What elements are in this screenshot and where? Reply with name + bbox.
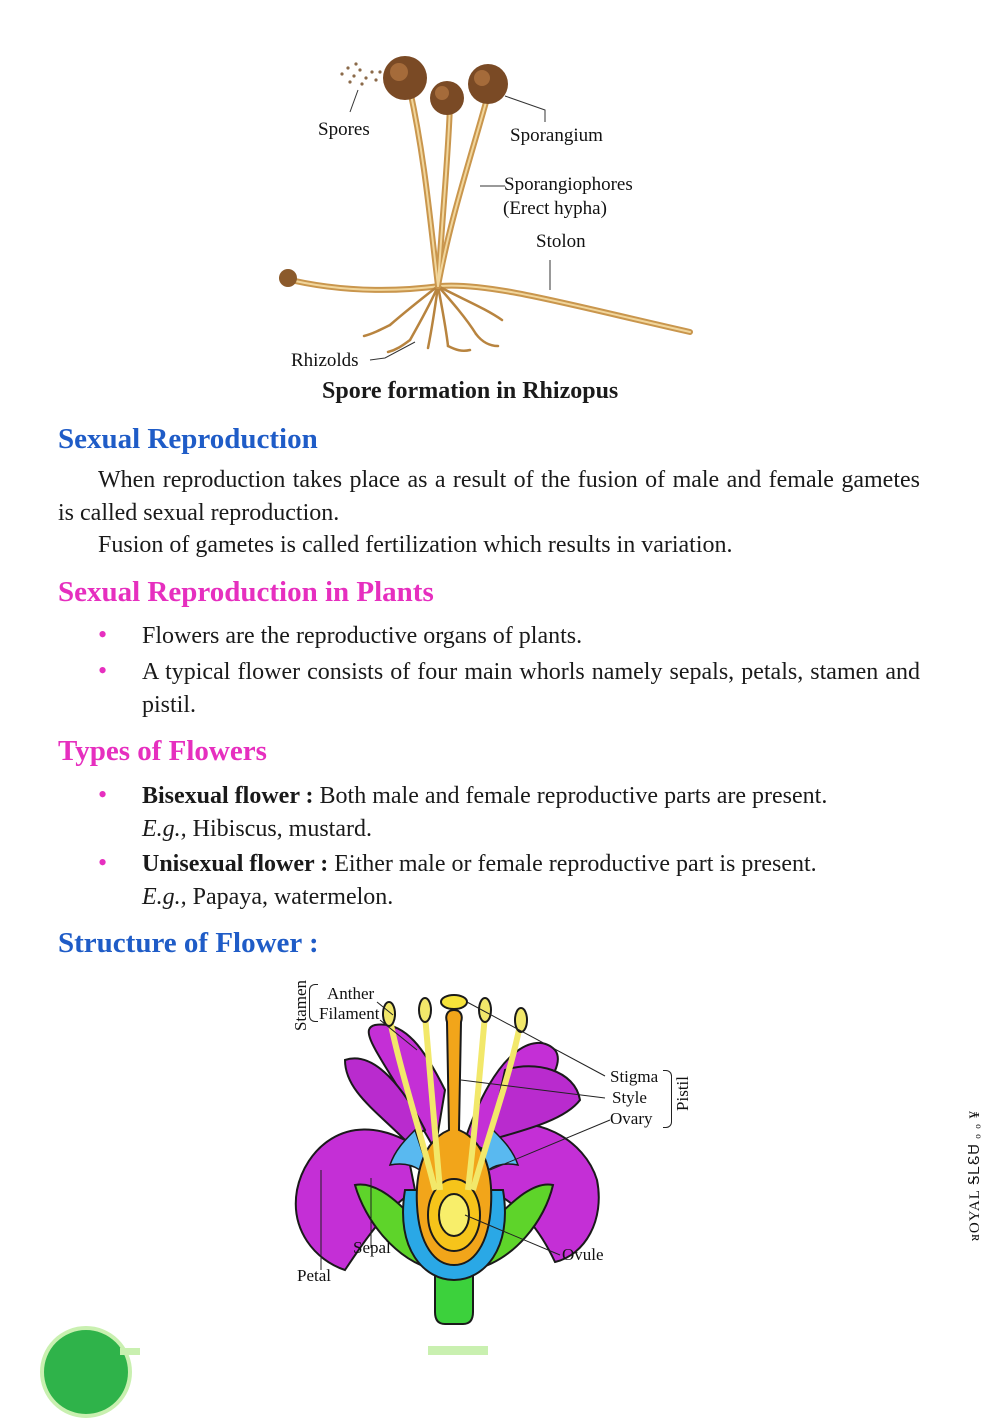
heading-sexual-reproduction: Sexual Reproduction [58,423,318,455]
footer-band [120,1348,140,1355]
label-rhizoids: Rhizolds [291,350,359,371]
page-number-badge [40,1326,132,1418]
label-ovary: Ovary [610,1109,653,1128]
label-spores: Spores [318,119,370,140]
label-erect-hypha: (Erect hypha) [503,198,607,219]
label-stigma: Stigma [610,1067,659,1086]
stamen-bracket [309,984,318,1022]
label-filament: Filament [319,1004,380,1023]
label-sporangiophores: Sporangiophores [504,174,633,195]
side-vertical-text: ᴚOYAL ᎦᏞᏋᏌ ₒ ₒ ¥ [967,1110,983,1241]
examples-unisexual: Papaya, watermelon. [186,884,394,910]
label-sepal: Sepal [353,1238,391,1257]
heading-structure-of-flower: Structure of Flower : [58,927,319,959]
pistil-bracket [663,1070,672,1128]
heading-types-of-flowers: Types of Flowers [58,735,267,767]
rhizopus-illustration [279,56,693,361]
label-petal: Petal [297,1266,331,1285]
para-sexual-reproduction-definition: When reproduction takes place as a resul… [58,467,920,526]
examples-bisexual: Hibiscus, mustard. [186,816,372,842]
eg-label: E.g., [142,884,187,910]
label-style: Style [612,1088,647,1107]
label-stolon: Stolon [536,231,586,252]
bullet-text: Flowers are the reproductive organs of p… [142,623,583,649]
para-fertilization: Fusion of gametes is called fertilizatio… [98,532,733,558]
term-unisexual: Unisexual flower : [142,851,329,877]
label-pistil: Pistil [673,1076,692,1111]
term-bisexual: Bisexual flower : [142,783,314,809]
label-ovule: Ovule [562,1245,604,1264]
label-anther: Anther [327,984,375,1003]
label-sporangium: Sporangium [510,125,603,146]
eg-label: E.g., [142,816,187,842]
flower-illustration [294,994,611,1325]
desc-bisexual: Both male and female reproductive parts … [313,783,828,809]
desc-unisexual: Either male or female reproductive part … [328,851,817,877]
footer-band [428,1346,488,1355]
heading-reproduction-in-plants: Sexual Reproduction in Plants [58,576,434,608]
label-stamen: Stamen [291,980,310,1031]
bullet-icon: • [98,780,108,809]
bullet-icon: • [98,656,108,685]
figure-caption-rhizopus: Spore formation in Rhizopus [322,378,619,404]
bullet-icon: • [98,848,108,877]
bullet-icon: • [98,620,108,649]
bullet-text: A typical flower consists of four main w… [142,659,920,718]
